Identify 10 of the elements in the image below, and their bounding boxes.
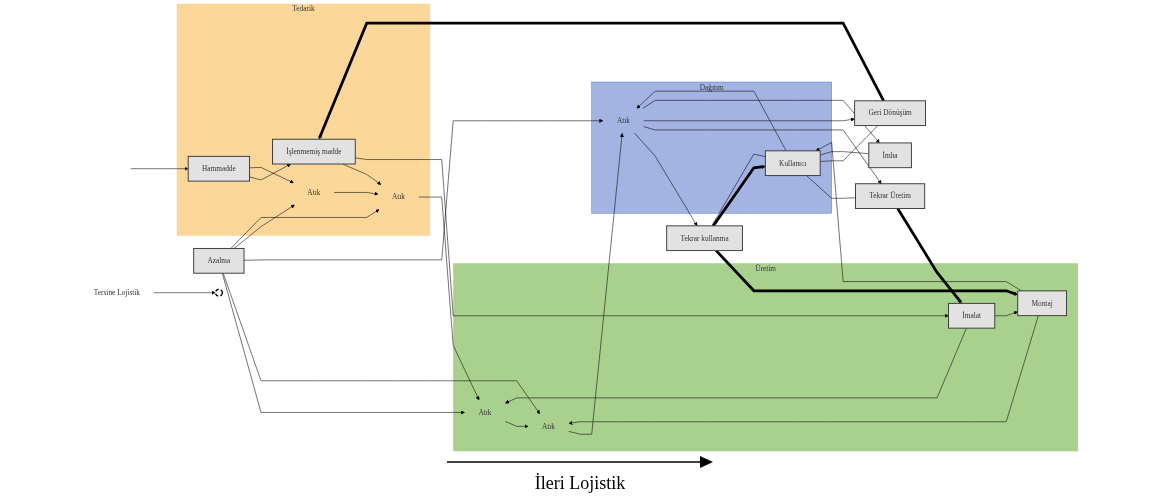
connector (711, 153, 766, 227)
direction-label: İleri Lojistik (534, 473, 626, 494)
arrow (318, 21, 885, 140)
node-circle (214, 288, 223, 297)
connector (819, 151, 870, 156)
arrow (715, 249, 1018, 296)
connector (806, 175, 856, 199)
arrow (712, 164, 766, 227)
connector (819, 125, 879, 162)
arrow (896, 207, 962, 304)
